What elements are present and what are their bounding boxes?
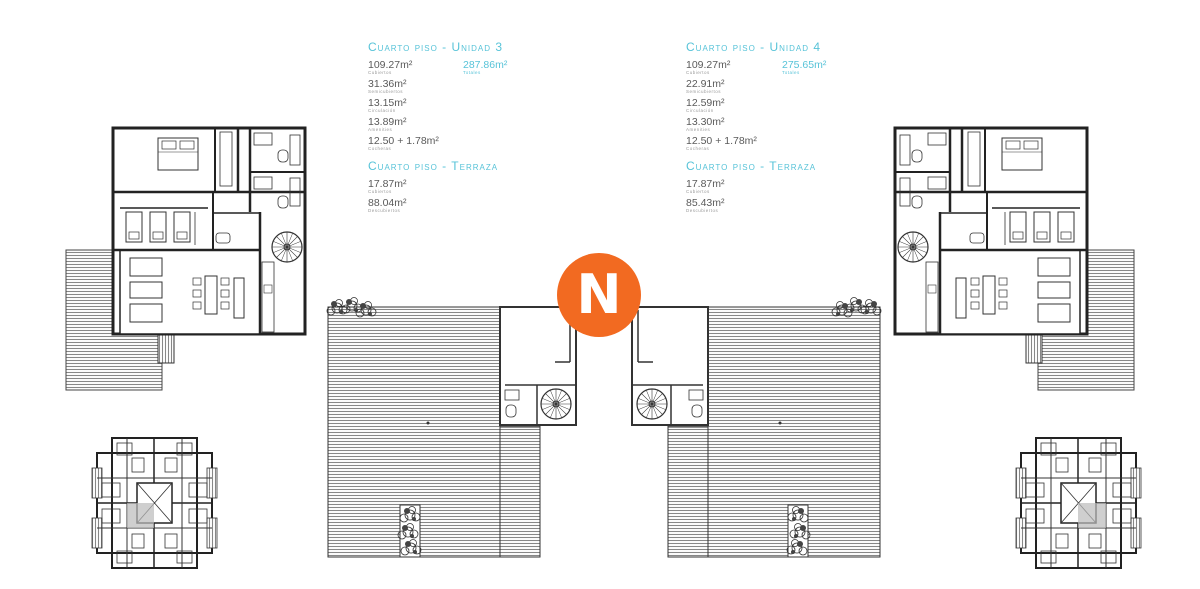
north-logo-letter: N [576,263,622,326]
building-key-right [1015,437,1142,569]
unit4-total-value: 275.65m² [782,59,827,71]
north-logo: N [557,253,641,337]
unit3-title: Cuarto piso - Unidad 3 [368,40,504,54]
unit3-terrace-title: Cuarto piso - Terraza [368,159,499,173]
building-key-left [91,437,218,569]
unit3-terrace-plan [327,298,576,558]
unit3-total-value: 287.86m² [463,59,508,71]
unit4-total-label: Totales [782,70,800,75]
unit3-total-label: Totales [463,70,481,75]
unit4-floor-plan [895,128,1134,390]
unit4-terrace-plan [632,298,881,558]
unit3-floor-plan [66,128,305,390]
unit4-title: Cuarto piso - Unidad 4 [686,40,822,54]
unit4-terrace-title: Cuarto piso - Terraza [686,159,817,173]
